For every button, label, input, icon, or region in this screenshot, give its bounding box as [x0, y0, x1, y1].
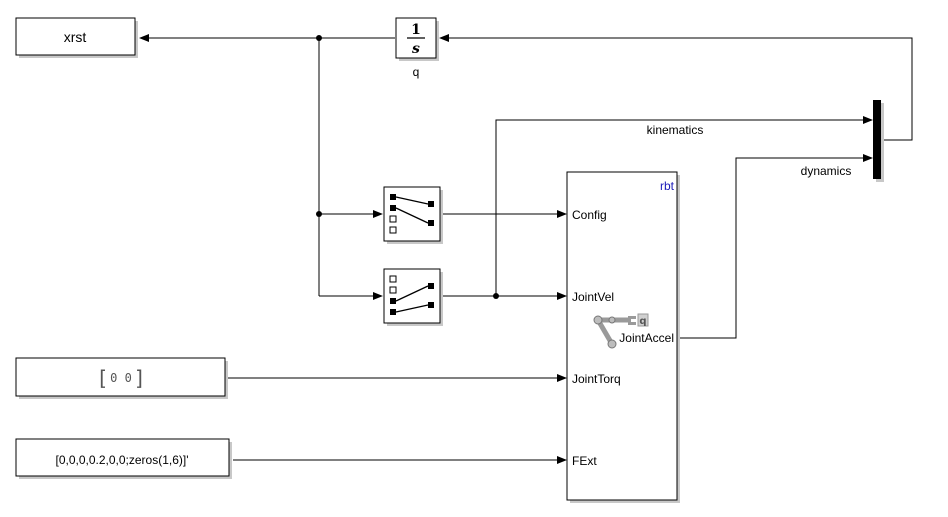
wire-mux-to-integrator[interactable] — [445, 37, 913, 141]
forward-dynamics-block[interactable]: rbt Config JointVel JointTorq FExt q Joi… — [566, 171, 680, 503]
constant-fext-value: [0,0,0,0.2,0,0;zeros(1,6)]' — [55, 453, 188, 467]
port-jointtorq: JointTorq — [572, 372, 621, 386]
wire-dynamics[interactable] — [676, 157, 866, 339]
xrst-block[interactable]: xrst — [15, 17, 138, 58]
selector-jointvel-block[interactable] — [383, 268, 443, 326]
selector-config-block[interactable] — [383, 186, 443, 244]
robot-name: rbt — [660, 179, 675, 193]
integrator-name: q — [413, 65, 420, 79]
arrow-into-jointtorq — [557, 374, 567, 382]
selector-icon — [389, 275, 434, 315]
port-fext: FExt — [572, 454, 597, 468]
wire-kinematics[interactable] — [495, 119, 866, 296]
constant-zero-value: 0 0 — [110, 371, 132, 385]
constant-fext-block[interactable]: [0,0,0,0.2,0,0;zeros(1,6)]' — [15, 438, 232, 479]
constant-zero-block[interactable]: [ 0 0 ] — [15, 357, 228, 399]
arrow-into-jointvel — [557, 292, 567, 300]
port-jointaccel: JointAccel — [619, 331, 674, 345]
mux-block[interactable] — [873, 100, 884, 182]
branch-point-q — [316, 35, 322, 41]
svg-text:q: q — [639, 316, 646, 327]
arrow-into-config — [557, 210, 567, 218]
arrow-into-selector-config — [373, 210, 383, 218]
arrow-into-selector-jointvel — [373, 292, 383, 300]
integrator-block[interactable]: 1 s — [395, 17, 439, 61]
port-jointvel: JointVel — [572, 290, 614, 304]
xrst-label: xrst — [64, 29, 87, 45]
robot-arm-icon: q — [593, 313, 649, 349]
selector-icon — [389, 194, 434, 234]
arrow-into-mux-kinematics — [863, 116, 873, 124]
signal-label-kinematics: kinematics — [647, 123, 704, 137]
integrator-numerator: 1 — [411, 22, 421, 38]
integrator-denominator: s — [412, 41, 420, 57]
signal-label-dynamics: dynamics — [801, 164, 852, 178]
bracket-left-icon: [ — [99, 366, 107, 390]
arrow-into-fext — [557, 456, 567, 464]
port-config: Config — [572, 208, 607, 222]
arrow-into-mux-dynamics — [863, 154, 873, 162]
arrow-into-integrator — [439, 34, 449, 42]
arrow-into-xrst — [139, 34, 149, 42]
bracket-right-icon: ] — [135, 366, 143, 390]
